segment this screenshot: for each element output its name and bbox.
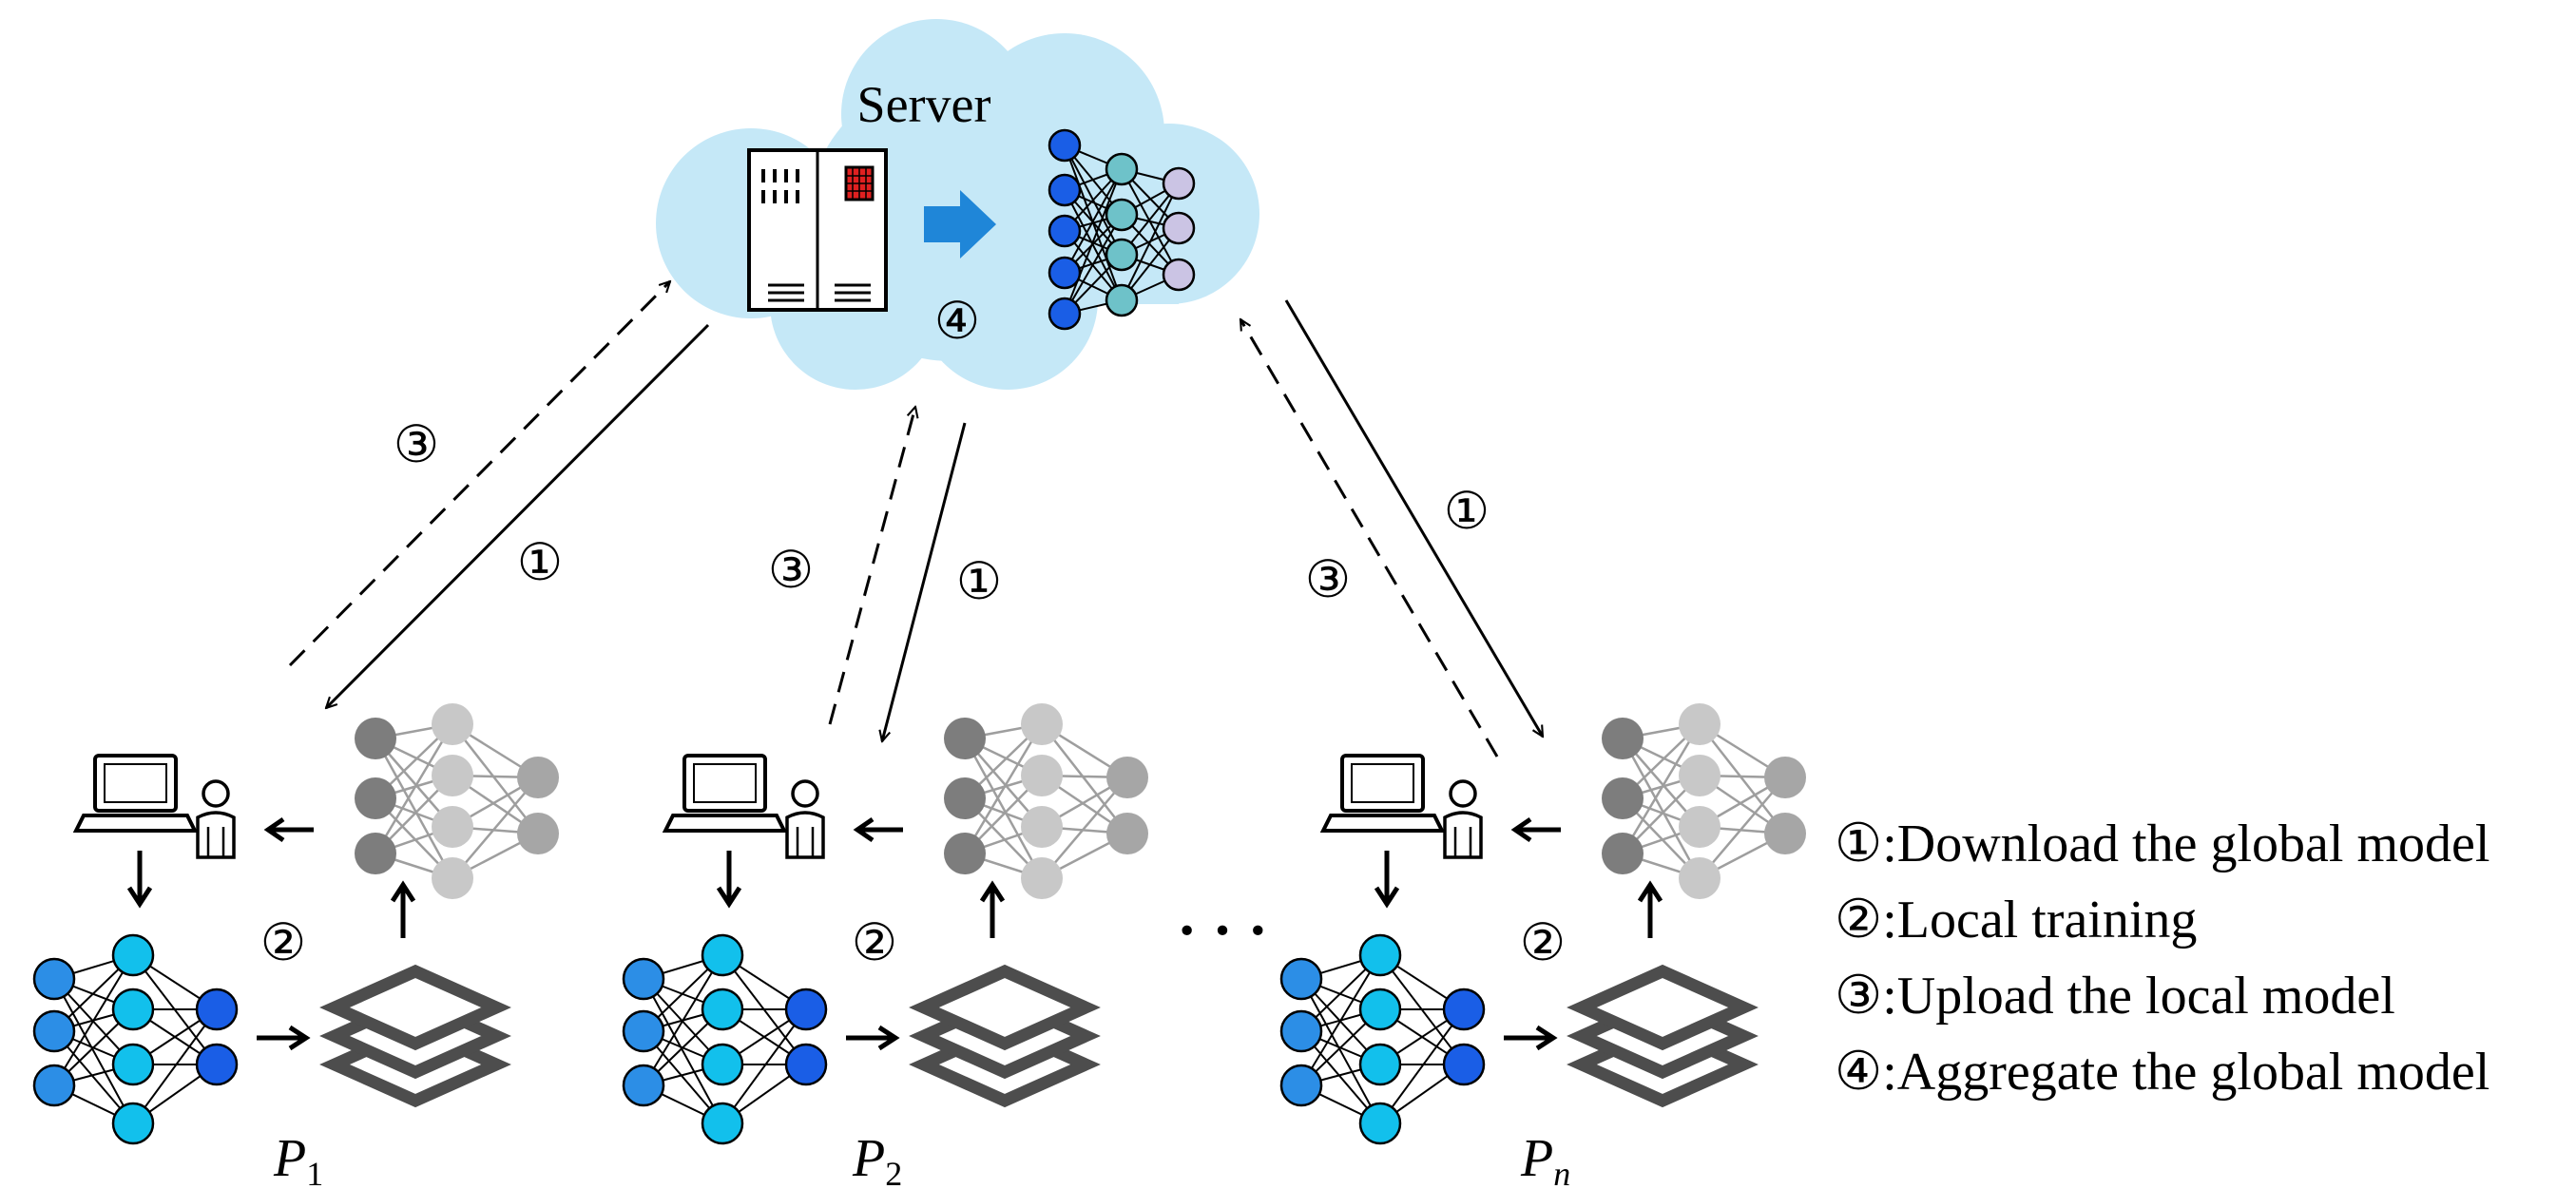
p2-step-marker: ② bbox=[852, 914, 897, 971]
global-model-network bbox=[1048, 128, 1196, 331]
pn-upload-arrow bbox=[1239, 319, 1499, 758]
pn-label: Pn bbox=[1520, 1129, 1570, 1189]
p1-step-marker: ② bbox=[260, 914, 306, 971]
arrow-labels: ③ ① ③ ① ③ ① bbox=[394, 416, 1490, 610]
participant-2: ② P2 bbox=[624, 703, 1148, 1189]
server-rack-icon bbox=[747, 148, 888, 312]
p1-download-arrow bbox=[326, 323, 710, 708]
p1-upload-arrow bbox=[288, 281, 670, 667]
legend-item-aggregate: ④:Aggregate the global model bbox=[1835, 1043, 2490, 1102]
p1-upload-label: ③ bbox=[394, 416, 439, 473]
pn-step-marker: ② bbox=[1520, 914, 1566, 971]
p2-download-arrow bbox=[882, 422, 967, 741]
legend-item-local-training: ②:Local training bbox=[1835, 891, 2198, 949]
pn-download-label: ① bbox=[1444, 483, 1490, 540]
participant-1: ② P1 bbox=[34, 703, 559, 1189]
p2-download-label: ① bbox=[956, 553, 1002, 610]
server-step-marker: ④ bbox=[934, 293, 980, 350]
server-cloud: Server bbox=[656, 19, 1259, 390]
p2-upload-arrow bbox=[828, 407, 915, 725]
pn-download-arrow bbox=[1284, 299, 1545, 737]
ellipsis: · · · bbox=[1177, 896, 1268, 964]
server-label: Server bbox=[857, 76, 991, 133]
legend-item-download: ①:Download the global model bbox=[1835, 815, 2490, 873]
p1-download-label: ① bbox=[517, 534, 563, 591]
p2-label: P2 bbox=[852, 1129, 902, 1189]
participant-n: ② Pn bbox=[1281, 703, 1806, 1189]
p2-upload-label: ③ bbox=[768, 542, 814, 599]
p1-label: P1 bbox=[273, 1129, 323, 1189]
legend: ①:Download the global model ②:Local trai… bbox=[1835, 806, 2566, 1110]
aggregation-arrow-icon bbox=[924, 190, 996, 259]
pn-upload-label: ③ bbox=[1305, 551, 1351, 608]
communication-arrows bbox=[288, 281, 1545, 758]
legend-item-upload: ③:Upload the local model bbox=[1835, 967, 2395, 1026]
